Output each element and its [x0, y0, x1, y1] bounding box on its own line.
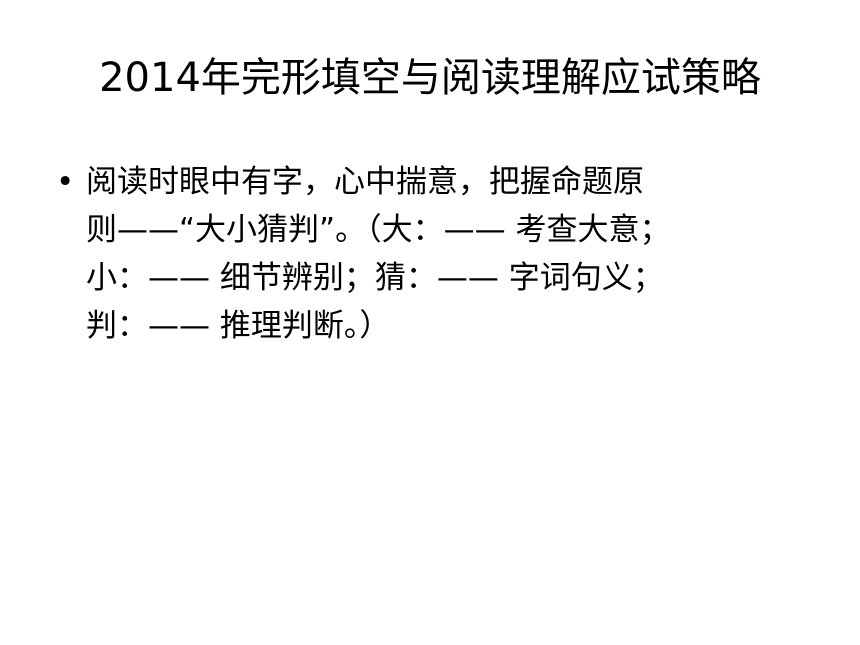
bullet-dot-icon: • — [56, 164, 75, 200]
slide-title: 2014年完形填空与阅读理解应试策略 — [99, 55, 761, 101]
bullet-text-line-3: 小：—— 细节辨别；猜：—— 字词句义； — [86, 260, 664, 296]
bullet-text-line-2: 则——“大小猜判”。（大：—— 考查大意； — [86, 212, 671, 248]
bullet-text-line-4: 判：—— 推理判断。） — [86, 308, 391, 344]
bullet-item: • 阅读时眼中有字，心中揣意，把握命题原 则——“大小猜判”。（大：—— 考查大… — [56, 158, 826, 350]
bullet-list: • 阅读时眼中有字，心中揣意，把握命题原 则——“大小猜判”。（大：—— 考查大… — [56, 158, 826, 350]
bullet-text-line-1: 阅读时眼中有字，心中揣意，把握命题原 — [86, 164, 644, 200]
